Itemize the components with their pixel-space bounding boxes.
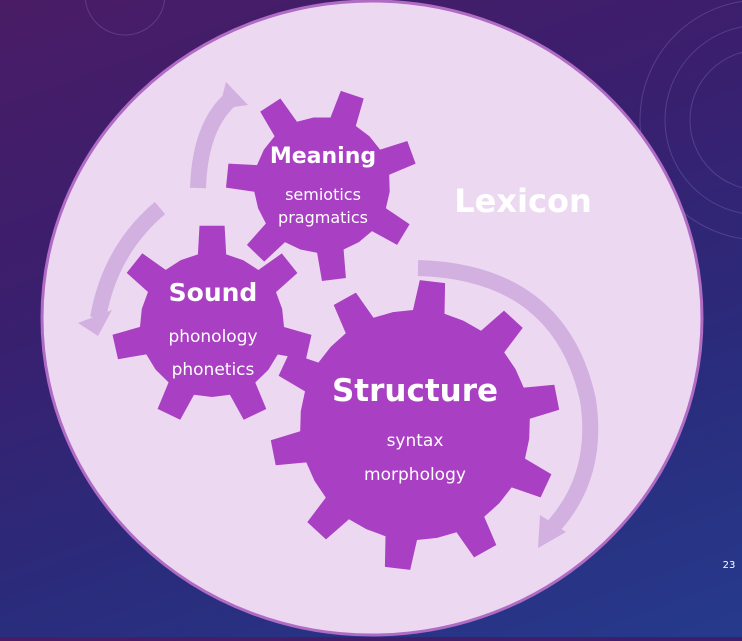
sound-gear [112, 225, 312, 420]
arrow-head-up [219, 82, 248, 109]
meaning-title: Meaning [270, 144, 376, 169]
structure-gear [270, 280, 560, 570]
meaning-gear [226, 90, 416, 282]
background-decoration [84, 0, 742, 240]
sound-title: Sound [169, 278, 258, 307]
structure-line-1: syntax [387, 431, 444, 451]
arrow-head-down [538, 515, 566, 548]
meaning-line-1: semiotics [285, 185, 361, 204]
structure-line-2: morphology [364, 465, 466, 485]
lexicon-label: Lexicon [454, 182, 591, 220]
slide-number: 23 [723, 560, 736, 571]
arrow-meaning-to-sound [90, 201, 166, 320]
arrow-head-left [78, 310, 112, 336]
arrow-heads [78, 82, 566, 548]
sound-line-2: phonetics [172, 360, 255, 380]
meaning-line-2: pragmatics [278, 208, 368, 227]
sound-line-1: phonology [168, 327, 257, 347]
arrow-structure-loop [417, 260, 599, 538]
structure-title: Structure [332, 373, 498, 409]
